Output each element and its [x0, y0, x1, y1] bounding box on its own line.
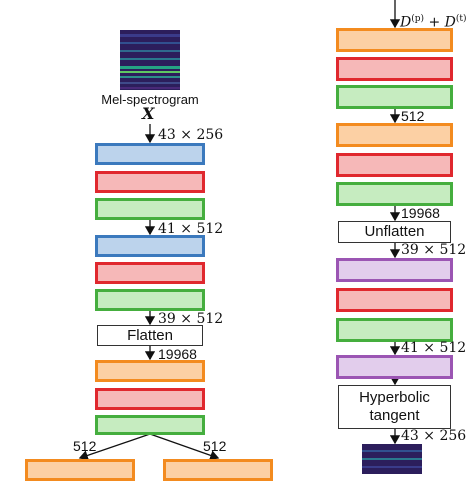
decoder-bn-block-3: [336, 288, 453, 312]
decoder-dims-4: 41 × 512: [401, 340, 467, 356]
decoder-dims-5: 43 × 256: [401, 428, 467, 444]
mel-spectrogram-image: [120, 30, 180, 90]
decoder-act-block-2: [336, 182, 453, 206]
output-spectrogram-stripes: [362, 444, 422, 474]
decoder-deconv-block-1: [336, 258, 453, 282]
branch-right-dense: [163, 459, 273, 481]
branch-left-dims: 512: [73, 438, 97, 454]
decoder-dims-3: 39 × 512: [401, 242, 467, 258]
decoder-bn-block-2: [336, 153, 453, 177]
spectrogram-stripes: [120, 30, 180, 90]
decoder-act-block-1: [336, 85, 453, 109]
arrow-branch-left: [78, 433, 151, 461]
spectrogram-label: Mel-spectrogram: [101, 92, 199, 107]
encoder-dims-3: 39 × 512: [158, 311, 224, 327]
decoder-act-block-3: [336, 318, 453, 342]
decoder-dims-1: 512: [401, 108, 425, 124]
encoder-dense-act-block: [95, 415, 205, 435]
decoder-dense-block-2: [336, 123, 453, 147]
input-symbol: X: [142, 104, 155, 123]
output-spectrogram-image: [362, 444, 422, 474]
encoder-act-block-1: [95, 198, 205, 220]
encoder-bn-block-2: [95, 262, 205, 284]
decoder-deconv-block-2: [336, 355, 453, 379]
branch-left-dense: [25, 459, 135, 481]
encoder-dims-4: 19968: [158, 346, 197, 362]
encoder-dims-1: 43 × 256: [158, 127, 224, 143]
decoder-bn-block-1: [336, 57, 453, 81]
decoder-dims-2: 19968: [401, 205, 440, 221]
arrow-branch-right: [149, 433, 220, 461]
encoder-conv-block-2: [95, 235, 205, 257]
encoder-dense-bn-block: [95, 388, 205, 410]
encoder-dims-2: 41 × 512: [158, 221, 224, 237]
decoder-input-expression: D(p) + D(t): [400, 14, 467, 31]
branch-right-dims: 512: [203, 438, 227, 454]
flatten-box: Flatten: [97, 325, 203, 346]
hyperbolic-tangent-box: Hyperbolic tangent: [338, 385, 451, 429]
encoder-bn-block-1: [95, 171, 205, 193]
encoder-conv-block-1: [95, 143, 205, 165]
encoder-dense-block: [95, 360, 205, 382]
encoder-act-block-2: [95, 289, 205, 311]
unflatten-box: Unflatten: [338, 221, 451, 243]
decoder-dense-block-1: [336, 28, 453, 52]
